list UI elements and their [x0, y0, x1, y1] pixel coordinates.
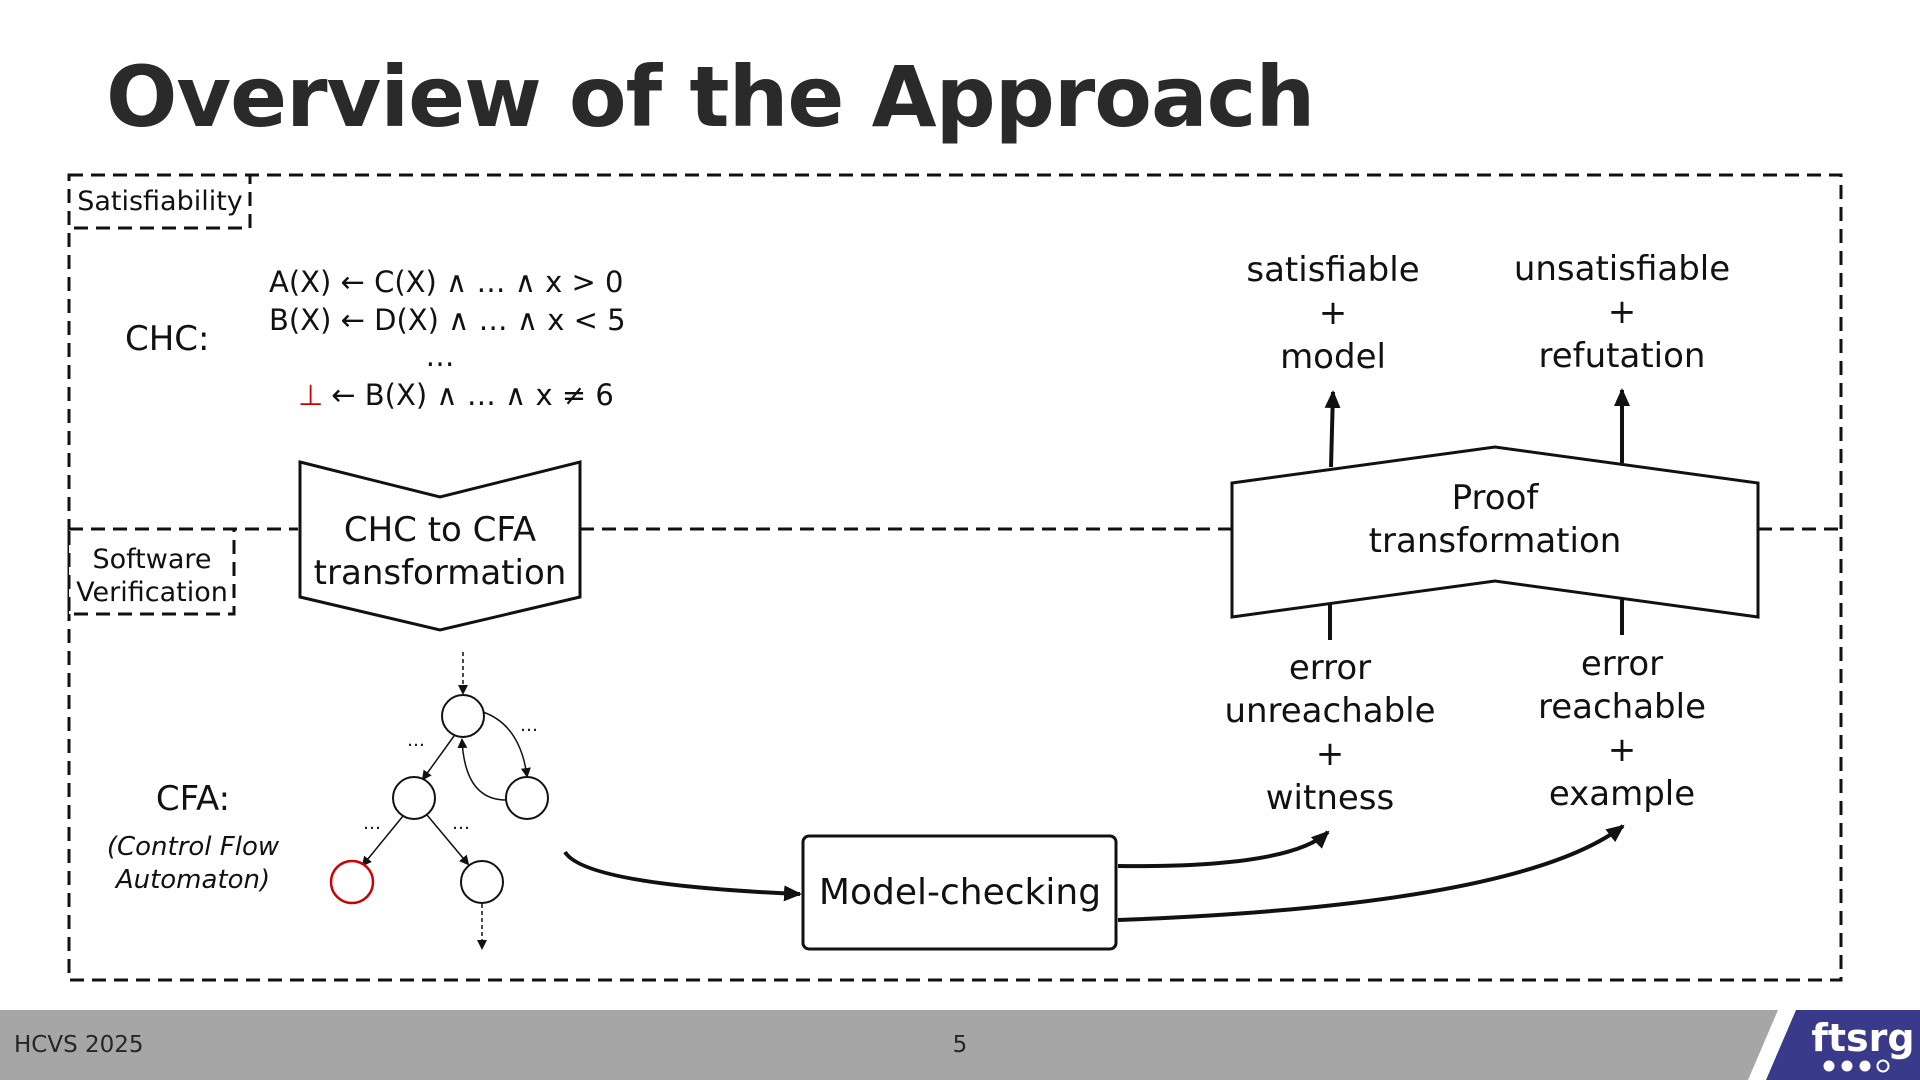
- cfa-node-3: [505, 776, 549, 820]
- footer-bar: HCVS 2025 5 ftsrg: [0, 1010, 1920, 1080]
- cfa-graph: … … … …: [329, 652, 549, 950]
- result-unsatisfiable-2: +: [1608, 292, 1637, 332]
- chc-to-cfa-box: CHC to CFA transformation: [298, 460, 582, 632]
- approach-diagram: Satisfiability Software Verification CHC…: [67, 173, 1843, 982]
- bottom-symbol: ⊥: [298, 378, 323, 412]
- chc-clause-4: ⊥← B(X) ∧ … ∧ x ≠ 6: [298, 378, 614, 412]
- cfa-ellipsis-3: …: [363, 813, 381, 834]
- chc-label: CHC:: [125, 319, 210, 359]
- page-number: 5: [952, 1032, 968, 1058]
- result-error-unreachable-2: unreachable: [1224, 691, 1435, 731]
- chc-clause-ellipsis: …: [426, 339, 455, 373]
- cfa-edge-3-1: [457, 738, 507, 801]
- result-error-reachable-2: reachable: [1538, 687, 1706, 727]
- page-title: Overview of the Approach: [106, 48, 1315, 146]
- result-satisfiable-1: satisfiable: [1246, 250, 1419, 290]
- cfa-ellipsis-4: …: [452, 813, 470, 834]
- proof-transformation-line1: Proof: [1452, 478, 1540, 518]
- cfa-edge-1-3: [482, 711, 531, 778]
- software-verification-label-line1: Software: [92, 544, 211, 575]
- logo-text: ftsrg: [1811, 1016, 1914, 1060]
- chc-clause-4-body: ← B(X) ∧ … ∧ x ≠ 6: [331, 378, 614, 412]
- cfa-edge-1-2: [421, 735, 455, 781]
- software-verification-label-box: Software Verification: [67, 527, 236, 616]
- result-error-unreachable-4: witness: [1266, 778, 1394, 818]
- chc-to-cfa-line2: transformation: [314, 553, 567, 593]
- cfa-sublabel-line2: Automaton): [114, 865, 270, 895]
- footer-conference: HCVS 2025: [14, 1032, 144, 1058]
- cfa-ellipsis-1: …: [407, 730, 425, 751]
- proof-transformation-box: Proof transformation: [1230, 445, 1760, 619]
- cfa-sublabel-line1: (Control Flow: [107, 832, 280, 862]
- cfa-edge-2-error: [361, 815, 404, 867]
- result-error-reachable-4: example: [1549, 774, 1695, 814]
- model-checking-to-unreachable-arrow: [1117, 830, 1330, 869]
- chc-to-cfa-line1: CHC to CFA: [344, 510, 536, 550]
- ftsrg-logo: ftsrg: [1748, 1010, 1920, 1080]
- cfa-edge-2-4: [426, 814, 470, 866]
- cfa-node-2: [392, 776, 436, 820]
- cfa-ellipsis-2: …: [520, 715, 538, 736]
- result-error-reachable-3: +: [1608, 730, 1637, 770]
- result-error-unreachable-3: +: [1316, 734, 1345, 774]
- model-checking-box: Model-checking: [801, 834, 1118, 951]
- software-verification-label-line2: Verification: [76, 577, 228, 608]
- outer-frame: [67, 173, 1843, 982]
- proof-to-satisfiable-arrow: [1324, 390, 1341, 468]
- result-error-unreachable-1: error: [1289, 648, 1371, 688]
- result-unsatisfiable-3: refutation: [1539, 336, 1706, 376]
- result-satisfiable-2: +: [1319, 293, 1348, 333]
- satisfiability-label-box: Satisfiability: [67, 173, 252, 230]
- chc-clause-1: A(X) ← C(X) ∧ … ∧ x > 0: [269, 265, 624, 299]
- cfa-error-node: [329, 859, 375, 905]
- proof-transformation-line2: transformation: [1369, 521, 1622, 561]
- chc-clause-2: B(X) ← D(X) ∧ … ∧ x < 5: [269, 303, 626, 337]
- model-checking-to-reachable-arrow: [1117, 824, 1625, 922]
- result-unsatisfiable-1: unsatisfiable: [1514, 249, 1730, 289]
- cfa-label: CFA:: [156, 779, 230, 819]
- result-error-reachable-1: error: [1581, 644, 1663, 684]
- result-satisfiable-3: model: [1280, 337, 1386, 377]
- cfa-node-4: [460, 860, 504, 904]
- cfa-to-model-checking-arrow: [563, 850, 802, 902]
- model-checking-label: Model-checking: [819, 872, 1101, 913]
- satisfiability-label: Satisfiability: [77, 186, 243, 217]
- cfa-node-1: [441, 694, 485, 738]
